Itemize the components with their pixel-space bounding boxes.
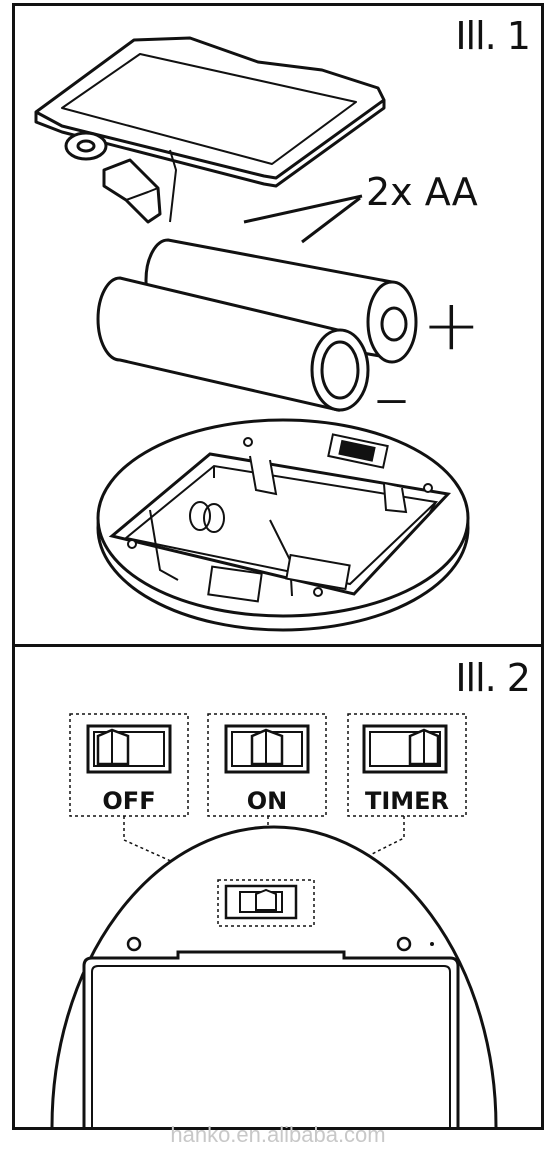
plus-polarity-sign: +: [422, 284, 481, 366]
battery-type-label: 2x AA: [366, 170, 478, 214]
battery-cover: [34, 36, 386, 224]
switch-label-off: OFF: [102, 787, 156, 815]
illustration-2-label: Ill. 2: [455, 656, 531, 700]
battery-compartment: [96, 418, 470, 632]
switch-on-box: [207, 713, 327, 817]
minus-polarity-sign: –: [374, 356, 409, 438]
watermark-text: hanko.en.alibaba.com: [170, 1122, 386, 1147]
device-body: [50, 825, 498, 1128]
illustration-1-label: Ill. 1: [455, 14, 531, 58]
switch-label-timer: TIMER: [364, 787, 450, 815]
battery-front: [96, 276, 370, 412]
illustration-2-panel: [12, 644, 544, 1130]
switch-label-on: ON: [246, 787, 288, 815]
switch-timer-box: [347, 713, 467, 817]
switch-off-box: [69, 713, 189, 817]
pointer-lines: [243, 194, 363, 244]
